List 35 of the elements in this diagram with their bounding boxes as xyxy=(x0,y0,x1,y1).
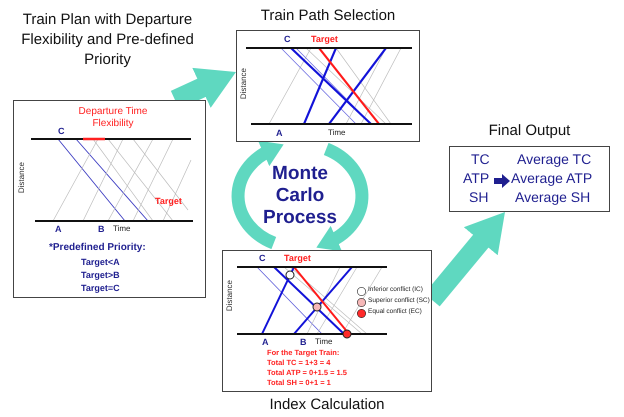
output-text: Average TC xyxy=(517,151,592,168)
cycle-arrow xyxy=(232,141,284,250)
note-heading: *Predefined Priority: xyxy=(49,242,146,254)
axis-label: Time xyxy=(315,337,332,346)
panel-heading: Final Output xyxy=(488,121,572,141)
panel-heading: Train Path Selection xyxy=(260,6,396,26)
axis-label: Distance xyxy=(239,68,248,100)
train-label: A xyxy=(55,224,62,234)
note-text: Target=C xyxy=(81,283,120,294)
arrow xyxy=(170,68,236,110)
axis-label: Time xyxy=(328,128,346,138)
train-label: C xyxy=(58,126,64,136)
panel-heading: Train Plan with Departure Flexibility and Pre-defined Priority xyxy=(20,10,195,70)
train-label: B xyxy=(300,337,306,348)
process-title: Monte Carlo Process xyxy=(262,163,338,229)
train-label: C xyxy=(284,34,290,44)
axis-label: Distance xyxy=(17,162,26,194)
output-text: Average SH xyxy=(515,189,590,206)
train-label: Target xyxy=(155,196,182,206)
train-label: Target xyxy=(311,34,338,44)
output-text: Average ATP xyxy=(511,170,592,186)
panel-heading: Index Calculation xyxy=(268,395,386,415)
train-label: B xyxy=(98,224,104,234)
axis-label: Distance xyxy=(225,280,234,312)
note-text: Target<A xyxy=(81,257,120,268)
annotation-text: Departure Time Flexibility xyxy=(78,106,148,129)
train-label: A xyxy=(262,337,268,348)
train-label: C xyxy=(259,253,266,264)
output-text: TC xyxy=(471,151,490,168)
note-text: Target>B xyxy=(81,270,120,280)
output-text: SH xyxy=(469,189,488,206)
train-label: Target xyxy=(284,253,311,264)
output-text: ATP xyxy=(463,170,490,186)
axis-label: Time xyxy=(113,224,130,234)
train-label: A xyxy=(276,128,282,138)
